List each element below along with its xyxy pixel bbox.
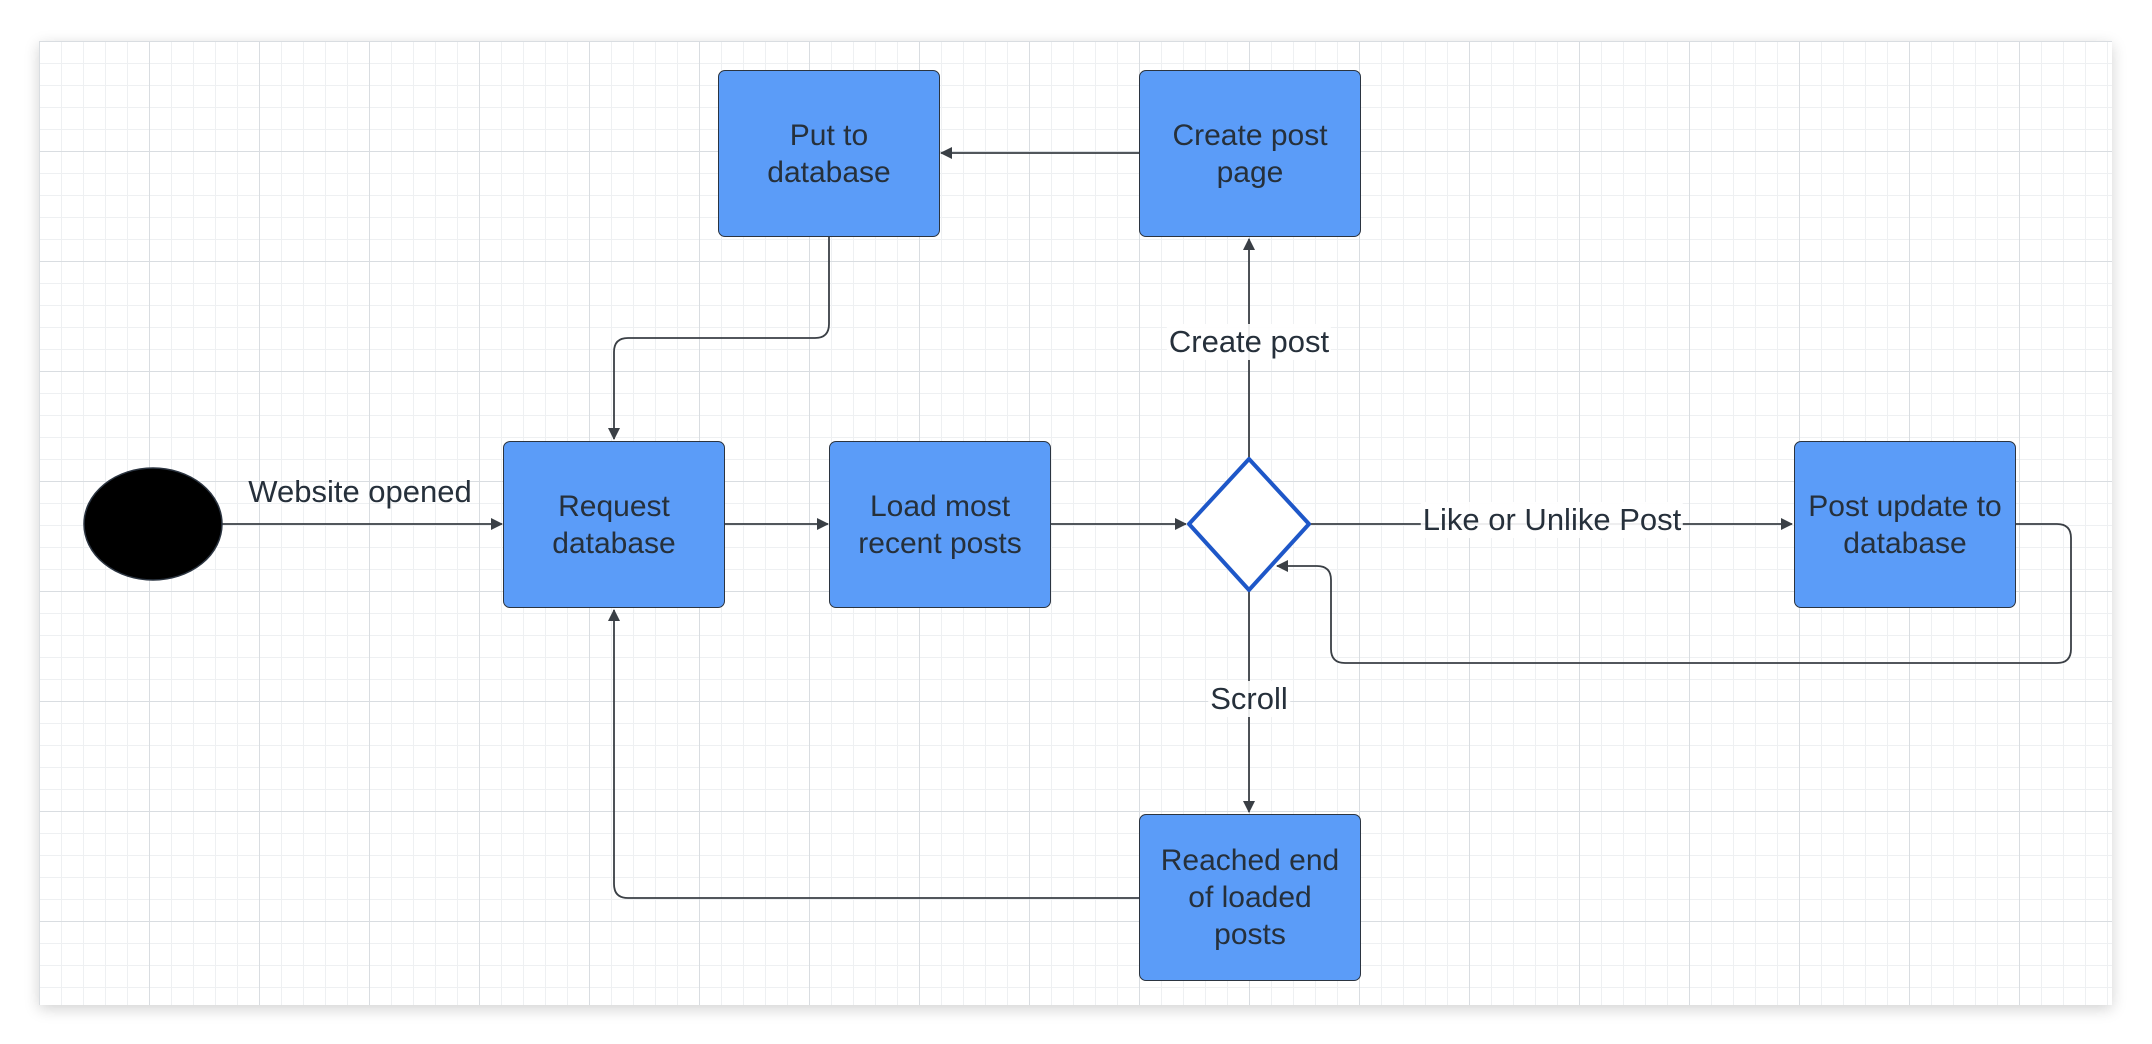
node-load-recent-posts-label: Load most recent posts [858, 489, 1022, 560]
edge-reached-end-to-request [608, 609, 1139, 899]
edge-label-create-post: Create post [1166, 324, 1332, 360]
node-put-to-database-label: Put to database [767, 118, 891, 189]
diagram-canvas [39, 41, 2112, 1005]
node-put-to-database[interactable]: Put to database [718, 70, 940, 237]
edge-label-website-opened: Website opened [248, 474, 472, 509]
node-request-database[interactable]: Request database [503, 441, 725, 608]
node-create-post-page-label: Create post page [1172, 118, 1328, 189]
node-reached-end-label: Reached end of loaded posts [1160, 844, 1340, 951]
node-load-recent-posts[interactable]: Load most recent posts [829, 441, 1051, 608]
start-node[interactable] [83, 467, 223, 581]
node-post-update-database-label: Post update to database [1808, 489, 2002, 560]
node-post-update-database[interactable]: Post update to database [1794, 441, 2016, 608]
node-reached-end[interactable]: Reached end of loaded posts [1139, 814, 1361, 981]
node-create-post-page[interactable]: Create post page [1139, 70, 1361, 237]
edge-put-db-to-request [608, 236, 830, 440]
node-request-database-label: Request database [552, 489, 676, 560]
decision-node[interactable] [1187, 457, 1311, 592]
edge-post-update-to-decision [1276, 523, 2072, 664]
edge-label-like-unlike: Like or Unlike Post [1420, 502, 1684, 538]
edge-label-scroll: Scroll [1208, 681, 1290, 717]
